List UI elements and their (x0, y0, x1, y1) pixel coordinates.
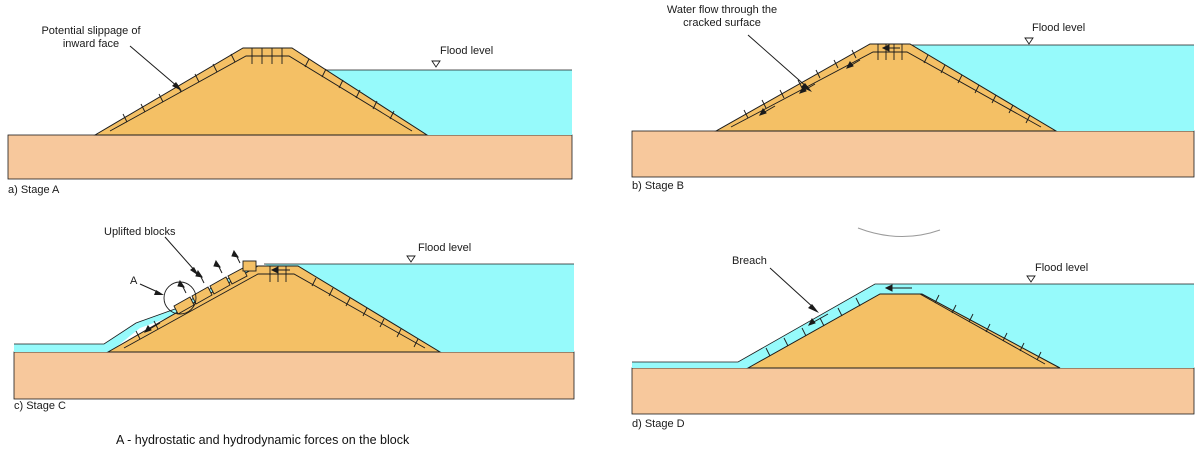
flood-level-triangle-a (431, 60, 441, 68)
marker-a-arrowhead (154, 290, 164, 295)
marker-label-a: A (130, 275, 138, 287)
revetment-a (109, 55, 413, 132)
caption-b: b) Stage B (632, 180, 684, 192)
callout-arrow-c (164, 236, 197, 273)
panel-stage-c (13, 236, 575, 400)
callout-arrow-b (747, 34, 809, 89)
flood-level-label-c: Flood level (418, 242, 472, 254)
caption-d: d) Stage D (632, 418, 685, 430)
panel-stage-a (7, 45, 573, 180)
detail-circle-a (163, 281, 197, 315)
footnote: A - hydrostatic and hydrodynamic forces … (116, 433, 410, 447)
ground-d (631, 367, 1195, 415)
callout-arrowhead-d (808, 304, 819, 313)
caption-c: c) Stage C (14, 400, 66, 412)
embankment-a (93, 47, 429, 136)
ground-b (631, 130, 1195, 178)
callout-arrowhead-c (190, 267, 199, 276)
slope-ticks-c (135, 266, 419, 348)
uplifted-blocks-c (173, 260, 257, 315)
callout-label-d: Breach (732, 255, 767, 267)
callout-label-c: Uplifted blocks (104, 226, 176, 238)
callout-label-a: Potential slippage of inward face (41, 25, 141, 50)
slope-ticks-d (765, 294, 1042, 361)
callout-arrow-a (129, 45, 179, 88)
embankment-b (714, 43, 1058, 132)
flood-level-triangle-c (406, 255, 416, 263)
callout-arrowhead-a (172, 82, 182, 91)
slope-ticks-b (743, 44, 1031, 124)
panel-stage-b (631, 34, 1195, 178)
callout-arrow-d (769, 267, 816, 310)
ground-c (13, 351, 575, 400)
breach-flow-d (632, 284, 920, 368)
water-b (910, 45, 1194, 131)
flow-arrows-d (808, 284, 912, 326)
seepage-arrows-b (759, 44, 900, 116)
flood-level-triangle-d (1026, 275, 1036, 283)
decorative-arc (857, 227, 941, 237)
water-d (875, 284, 1194, 368)
callout-arrowhead-b (801, 83, 812, 92)
water-c (264, 264, 574, 352)
revetment-d (919, 293, 1046, 365)
panel-stage-d (631, 267, 1195, 415)
embankment-d (746, 293, 1061, 369)
water-a (324, 70, 572, 135)
flood-level-label-d: Flood level (1035, 262, 1089, 274)
flood-level-label-a: Flood level (440, 45, 494, 57)
revetment-c (123, 273, 426, 349)
force-arrows-c (144, 249, 290, 333)
caption-a: a) Stage A (8, 184, 60, 196)
breach-flow-line-d (632, 283, 920, 363)
ground-a (7, 134, 573, 180)
slope-ticks-a (122, 48, 395, 123)
flood-level-triangle-b (1024, 37, 1034, 45)
flood-level-label-b: Flood level (1032, 22, 1086, 34)
callout-label-b: Water flow through the cracked surface (666, 4, 778, 29)
